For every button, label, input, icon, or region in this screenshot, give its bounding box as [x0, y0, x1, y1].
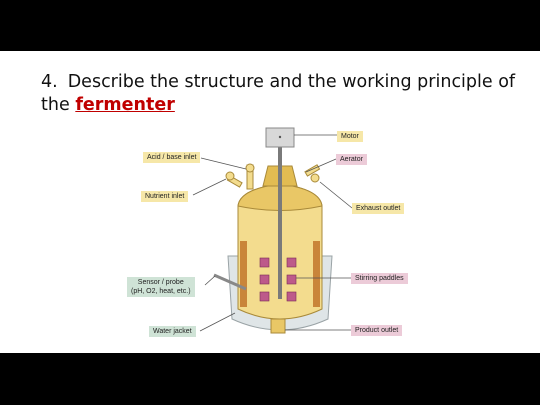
stirring-paddles-label: Stirring paddles — [351, 273, 408, 284]
title-highlight: fermenter — [75, 95, 175, 115]
acid-base-inlet-label: Acid / base inlet — [143, 152, 201, 163]
slide: 4.Describe the structure and the working… — [0, 51, 540, 353]
product-outlet-label: Product outlet — [351, 325, 403, 336]
title-text: Describe the structure and the working p… — [41, 72, 516, 115]
leader-lines — [192, 134, 353, 332]
nutrient-inlet-valve — [225, 171, 243, 188]
sensor-probe-label-line1: Sensor / probe — [137, 279, 184, 286]
slide-title: 4.Describe the structure and the working… — [41, 71, 521, 117]
sensor-probe-rod — [213, 273, 247, 291]
water-jacket-label: Water jacket — [149, 326, 196, 337]
baffle-right — [313, 241, 320, 307]
slide-number: 4. — [41, 72, 58, 92]
stirring-paddles — [259, 257, 297, 302]
aerator-label: Aerator — [336, 154, 367, 165]
sensor-probe-label-line2: (pH, O2, heat, etc.) — [131, 288, 191, 295]
exhaust-outlet-label: Exhaust outlet — [352, 203, 405, 214]
baffle-left — [240, 241, 247, 307]
motor-label: Motor — [337, 131, 363, 142]
acid-base-valve — [245, 163, 255, 190]
sensor-probe-label: Sensor / probe (pH, O2, heat, etc.) — [127, 277, 195, 297]
stirrer-shaft — [278, 147, 282, 299]
product-outlet-pipe — [270, 318, 286, 334]
nutrient-inlet-label: Nutrient inlet — [141, 191, 189, 202]
fermenter-diagram — [192, 127, 353, 334]
